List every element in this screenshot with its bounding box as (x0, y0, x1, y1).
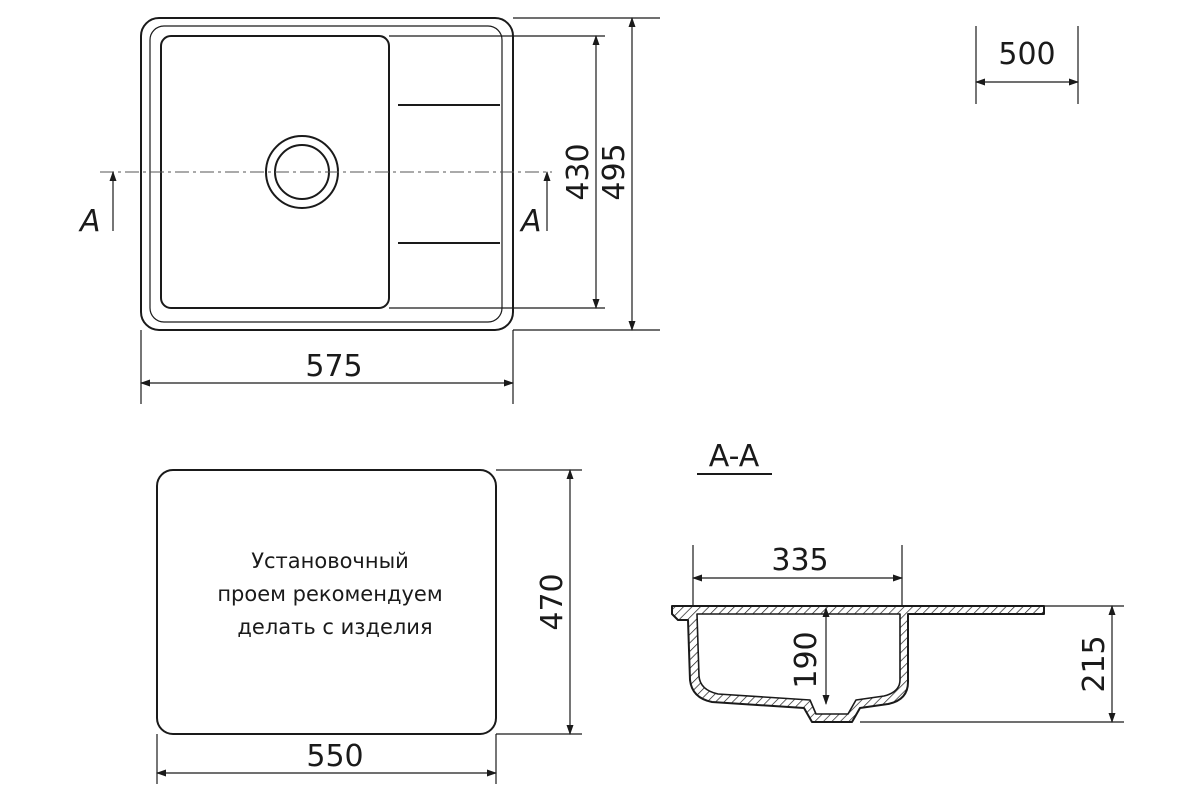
cutout-note-line-2: проем рекомендуем (217, 582, 442, 606)
section-title: A-A (709, 439, 760, 474)
cutout-width-label: 550 (306, 739, 363, 774)
cabinet-width-label: 500 (998, 37, 1055, 72)
total-depth-label: 215 (1077, 635, 1112, 692)
width-dimension-label: 575 (305, 349, 362, 384)
cutout-note-line-3: делать с изделия (237, 615, 432, 639)
section-view: A-A 335 190 215 (671, 439, 1124, 723)
bowl-width-label: 335 (771, 543, 828, 578)
bowl-height-dimension-label: 430 (561, 143, 596, 200)
sink-inner-outline (149, 25, 503, 323)
cutout-note-line-1: Установочный (251, 549, 409, 573)
cutout-view: Установочный проем рекомендуем делать с … (156, 469, 582, 784)
cutout-outline (156, 469, 497, 735)
bowl-depth-label: 190 (789, 631, 824, 688)
section-bowl-cavity (696, 613, 901, 715)
top-view: A A 575 430 495 (78, 17, 660, 404)
cutout-height-label: 470 (535, 573, 570, 630)
section-label-right: A (519, 204, 542, 239)
sink-outer-outline (140, 17, 514, 331)
total-height-dimension-label: 495 (597, 143, 632, 200)
section-label-left: A (78, 204, 101, 239)
cabinet-width-dimension: 500 (975, 26, 1079, 104)
